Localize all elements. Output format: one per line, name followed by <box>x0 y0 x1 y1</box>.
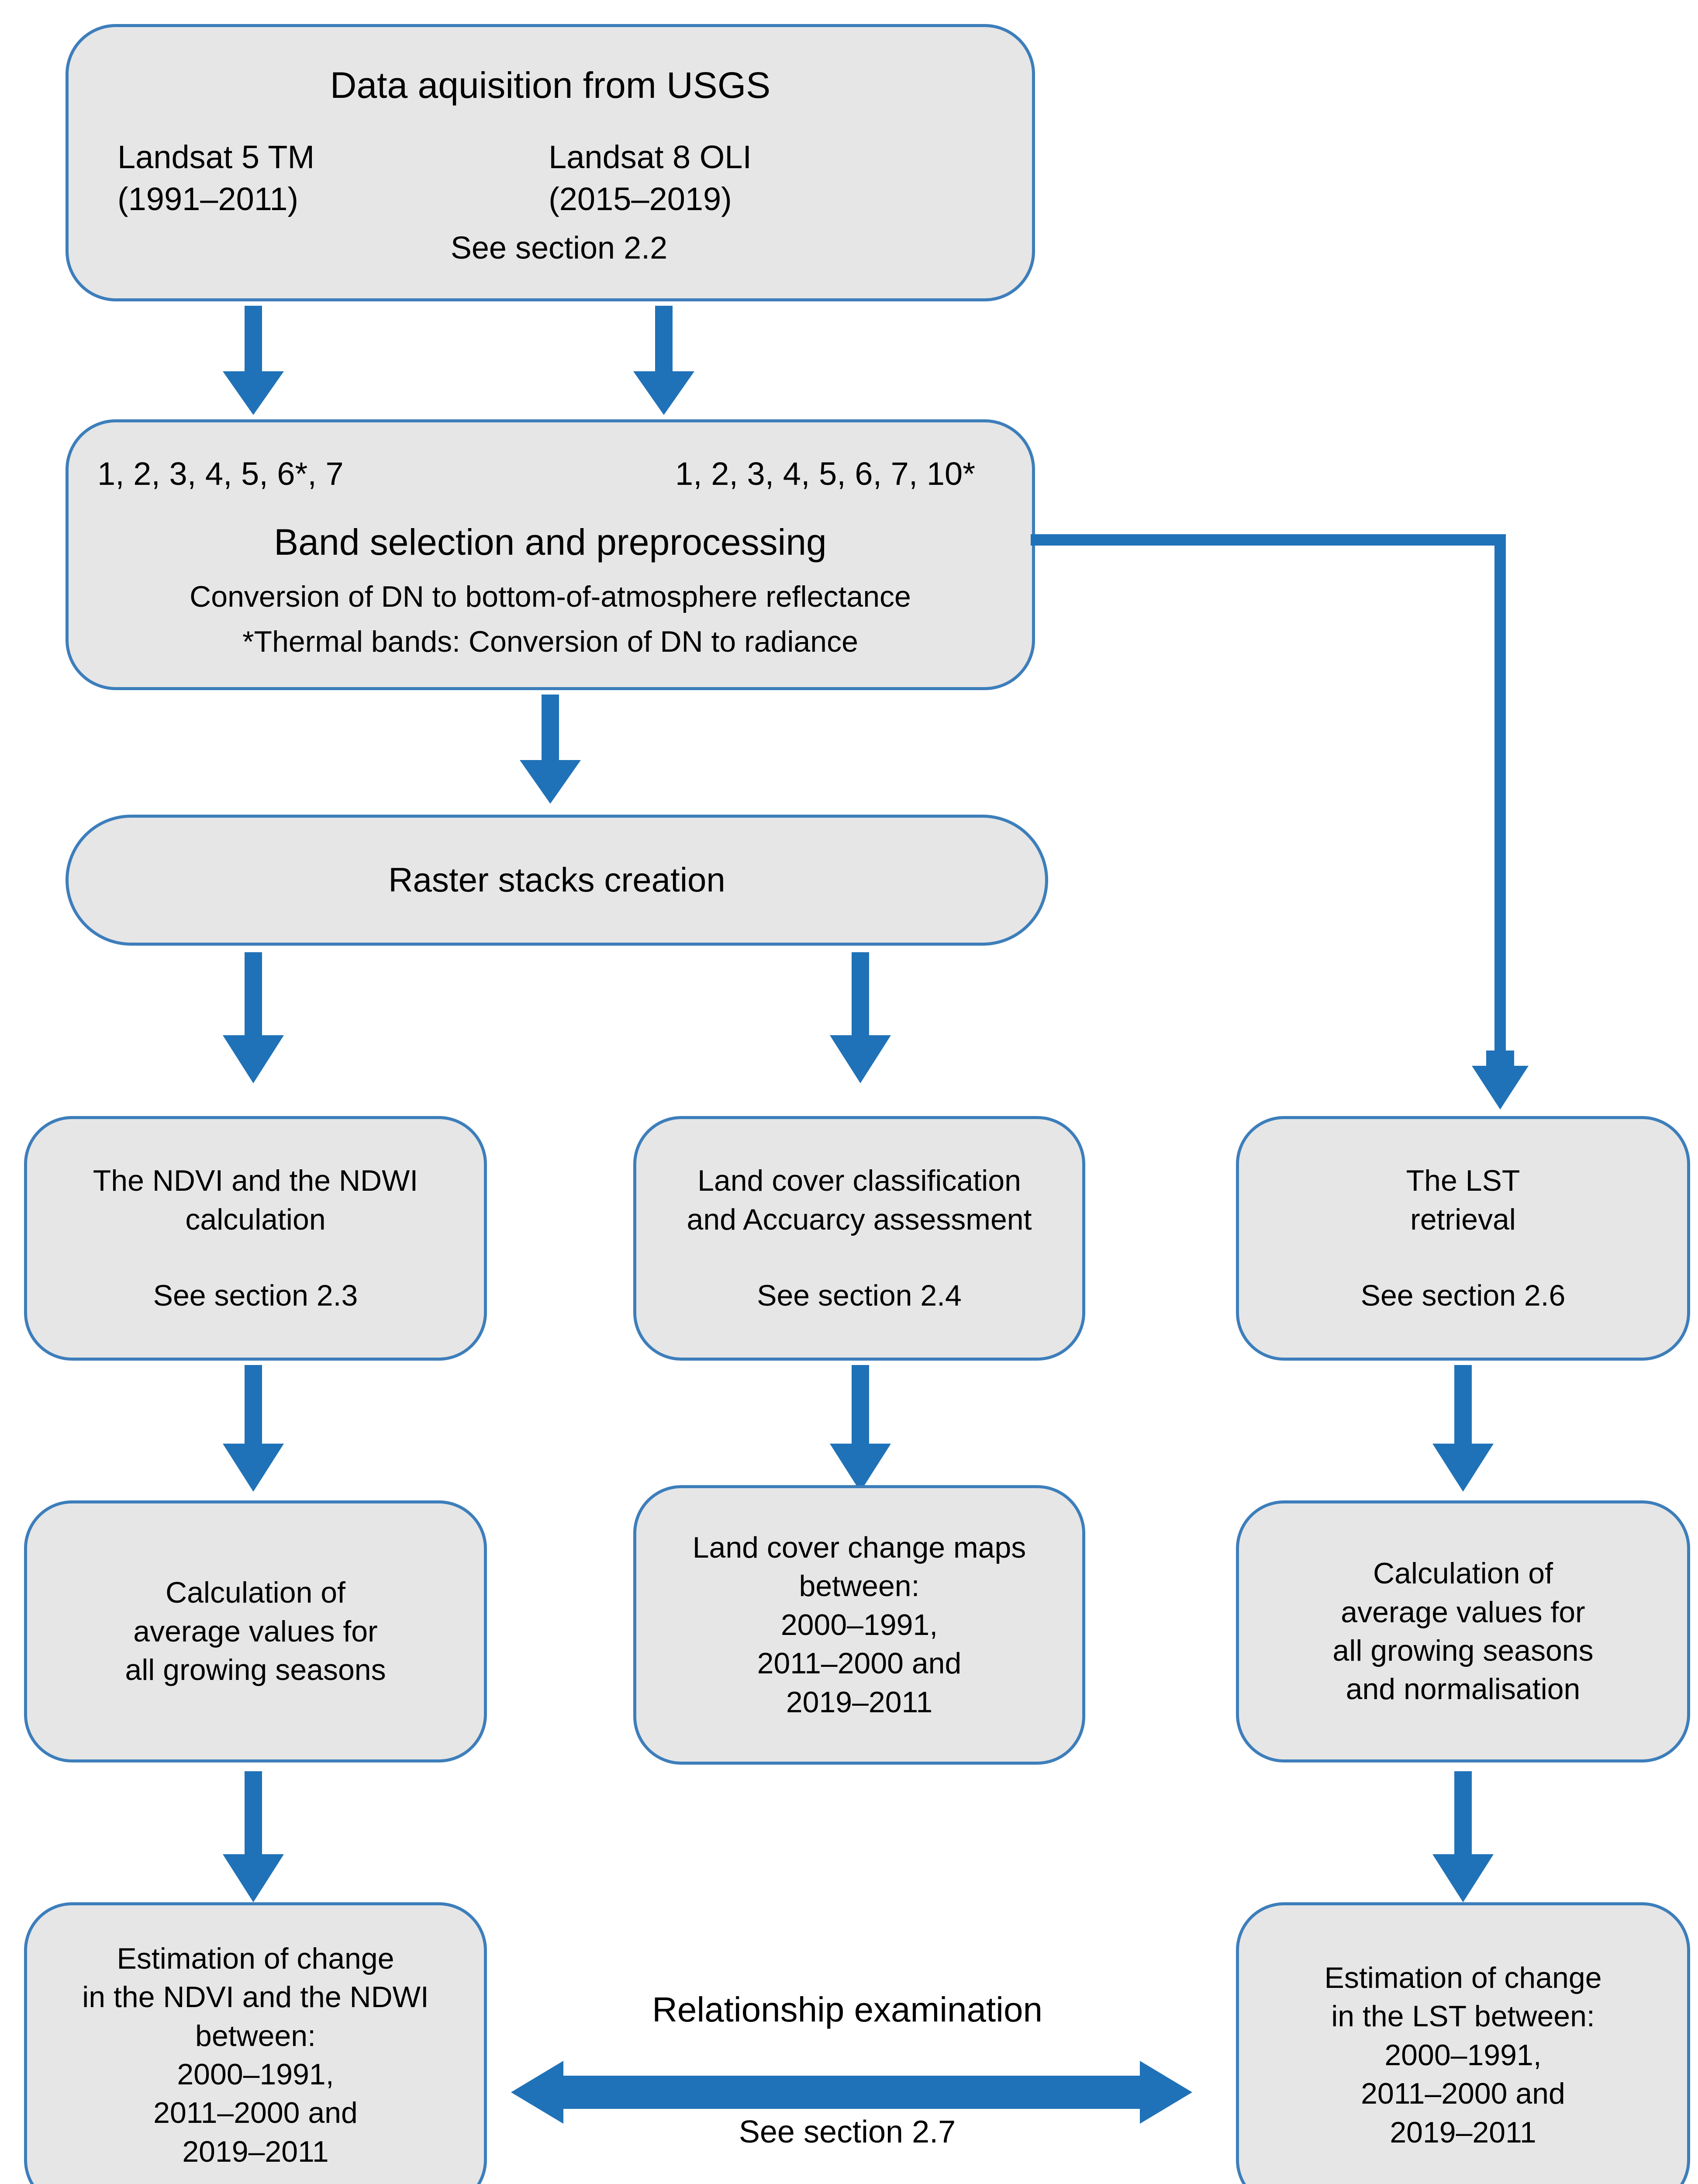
acquisition-sensor-right: Landsat 8 OLI (2015–2019) <box>549 136 752 220</box>
node-band-selection: 1, 2, 3, 4, 5, 6*, 7 1, 2, 3, 4, 5, 6, 7… <box>66 419 1035 690</box>
acquisition-right-sensor-years: (2015–2019) <box>549 181 732 218</box>
arrow-band-to-raster <box>511 695 590 804</box>
acquisition-sensor-left: Landsat 5 TM (1991–2011) <box>117 136 314 220</box>
band-numbers-landsat5: 1, 2, 3, 4, 5, 6*, 7 <box>97 455 344 492</box>
node-land-cover-change-maps: Land cover change maps between: 2000–199… <box>633 1485 1085 1765</box>
ndvi-section-reference: See section 2.3 <box>153 1279 358 1313</box>
node-ndvi-ndwi-calculation: The NDVI and the NDWI calculation See se… <box>24 1116 487 1361</box>
band-numbers-landsat8: 1, 2, 3, 4, 5, 6, 7, 10* <box>675 455 975 492</box>
acquisition-right-sensor-name: Landsat 8 OLI <box>549 139 752 176</box>
node-data-acquisition: Data aquisition from USGS Landsat 5 TM (… <box>66 24 1035 301</box>
ndvi-line-2: calculation <box>185 1203 326 1236</box>
raster-stacks-title: Raster stacks creation <box>388 860 725 899</box>
lst-average-line-4: and normalisation <box>1346 1673 1581 1706</box>
arrow-raster-to-landcover <box>821 952 900 1083</box>
land-cover-line-1: Land cover classification <box>697 1164 1021 1198</box>
connector-band-to-lst <box>1031 529 1546 1109</box>
acquisition-section-reference: See section 2.2 <box>450 231 668 266</box>
lst-average-line-1: Calculation of <box>1373 1557 1553 1590</box>
lst-line-2: retrieval <box>1410 1203 1516 1236</box>
ndvi-change-line-1: Estimation of change <box>117 1942 394 1975</box>
band-selection-line-1: Conversion of DN to bottom-of-atmosphere… <box>190 580 911 614</box>
acquisition-left-sensor-name: Landsat 5 TM <box>117 139 315 176</box>
node-lst-change-estimation: Estimation of change in the LST between:… <box>1236 1902 1690 2184</box>
land-cover-change-line-4: 2011–2000 and <box>757 1647 962 1680</box>
band-selection-title: Band selection and preprocessing <box>274 522 827 563</box>
acquisition-title: Data aquisition from USGS <box>330 64 771 106</box>
lst-change-line-3: 2000–1991, <box>1384 2038 1542 2072</box>
acquisition-left-sensor-years: (1991–2011) <box>117 181 299 218</box>
arrow-lst-to-average <box>1424 1365 1502 1492</box>
node-lst-retrieval: The LST retrieval See section 2.6 <box>1236 1116 1690 1361</box>
relationship-label-bottom: See section 2.7 <box>498 2114 1197 2150</box>
ndvi-change-line-4: 2000–1991, <box>177 2058 334 2091</box>
node-raster-stacks: Raster stacks creation <box>66 815 1048 946</box>
ndvi-change-line-6: 2019–2011 <box>182 2135 329 2168</box>
lst-change-line-1: Estimation of change <box>1324 1961 1602 1995</box>
lst-average-line-3: all growing seasons <box>1332 1634 1594 1667</box>
lst-average-line-2: average values for <box>1341 1595 1585 1629</box>
arrow-acquisition-to-band-left <box>214 306 293 415</box>
land-cover-section-reference: See section 2.4 <box>757 1279 962 1313</box>
land-cover-change-line-1: Land cover change maps <box>692 1531 1026 1565</box>
ndvi-change-line-2: in the NDVI and the NDWI <box>82 1980 429 2014</box>
arrow-ndvi-to-average <box>214 1365 293 1492</box>
band-selection-line-2: *Thermal bands: Conversion of DN to radi… <box>242 625 858 658</box>
arrow-lst-average-to-estimation <box>1424 1771 1502 1902</box>
land-cover-change-line-2: between: <box>799 1569 920 1603</box>
land-cover-line-2: and Accuarcy assessment <box>687 1203 1032 1236</box>
ndvi-average-line-2: average values for <box>133 1614 378 1648</box>
ndvi-change-line-3: between: <box>195 2019 316 2053</box>
lst-section-reference: See section 2.6 <box>1360 1279 1566 1313</box>
node-ndvi-average-values: Calculation of average values for all gr… <box>24 1500 487 1762</box>
ndvi-change-line-5: 2011–2000 and <box>153 2096 358 2130</box>
lst-change-line-4: 2011–2000 and <box>1361 2077 1565 2111</box>
land-cover-change-line-5: 2019–2011 <box>786 1685 933 1719</box>
relationship-section-reference: See section 2.7 <box>739 2115 956 2149</box>
relationship-examination-label: Relationship examination <box>652 1990 1042 2029</box>
lst-change-line-2: in the LST between: <box>1331 2000 1595 2033</box>
arrow-landcover-to-change-maps <box>821 1365 900 1492</box>
arrow-ndvi-average-to-estimation <box>214 1771 293 1902</box>
arrow-relationship-bidirectional <box>511 2049 1192 2136</box>
arrow-raster-to-ndvi <box>214 952 293 1083</box>
lst-change-line-5: 2019–2011 <box>1390 2115 1536 2149</box>
ndvi-line-1: The NDVI and the NDWI <box>93 1164 418 1198</box>
acquisition-sensor-columns: Landsat 5 TM (1991–2011) Landsat 8 OLI (… <box>69 136 1032 220</box>
lst-line-1: The LST <box>1406 1164 1520 1198</box>
node-land-cover-classification: Land cover classification and Accuarcy a… <box>633 1116 1085 1361</box>
ndvi-average-line-1: Calculation of <box>165 1576 346 1610</box>
ndvi-average-line-3: all growing seasons <box>125 1653 386 1687</box>
arrow-acquisition-to-band-right <box>625 306 703 415</box>
land-cover-change-line-3: 2000–1991, <box>780 1608 938 1641</box>
node-ndvi-ndwi-change-estimation: Estimation of change in the NDVI and the… <box>24 1902 487 2184</box>
node-lst-average-values: Calculation of average values for all gr… <box>1236 1500 1690 1762</box>
relationship-label-top: Relationship examination <box>498 1990 1197 2030</box>
band-number-rows: 1, 2, 3, 4, 5, 6*, 7 1, 2, 3, 4, 5, 6, 7… <box>69 453 1032 495</box>
